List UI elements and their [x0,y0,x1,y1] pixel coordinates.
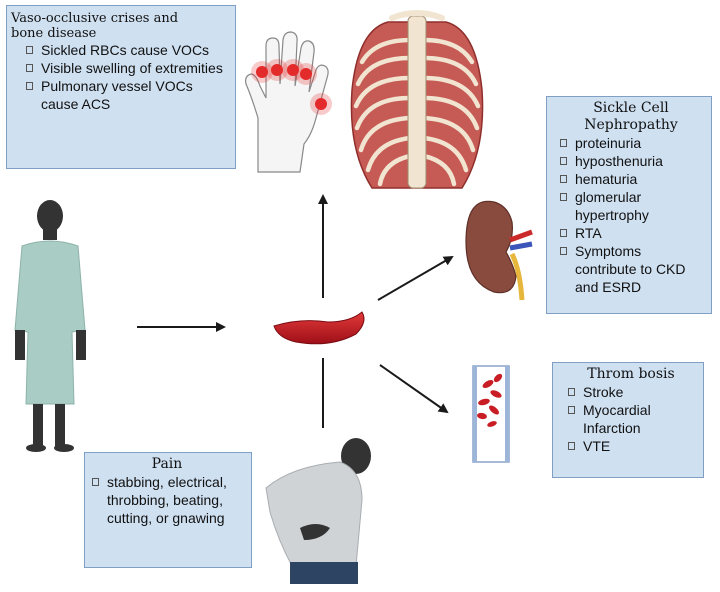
list-item: hematuria [557,170,705,188]
list-item: RTA [557,224,705,242]
nephropathy-title: Sickle Cell Nephropathy [557,100,705,134]
list-item: Sickled RBCs cause VOCs [23,41,227,59]
list-item: glomerular hypertrophy [557,188,705,224]
vaso-occlusive-title-line2: bone disease [11,26,97,41]
vaso-occlusive-box: Vaso-occlusive crises and bone disease S… [6,5,236,169]
list-item: Pulmonary vessel VOCs cause ACS [23,77,227,113]
arrow-cell-to-vessel [379,364,449,414]
thrombosis-box: Throm bosis Stroke Myocardial Infarction… [552,362,704,478]
sickle-cell-icon [273,311,365,345]
nephropathy-title-line2: Nephropathy [584,117,678,133]
kidney-icon [465,200,533,301]
list-item: Myocardial Infarction [565,401,697,437]
list-item: stabbing, electrical, throbbing, beating… [89,473,245,527]
list-item: Symptoms contribute to CKD and ESRD [557,242,705,296]
hand-icon [244,31,332,173]
arrows [137,194,454,428]
nephropathy-list: proteinuria hyposthenuria hematuria glom… [557,134,705,296]
vaso-occlusive-title-line1: Vaso-occlusive crises and [11,11,179,26]
person-in-pain-icon [265,438,371,584]
nephropathy-box: Sickle Cell Nephropathy proteinuria hypo… [546,96,712,314]
nephropathy-title-line1: Sickle Cell [593,100,669,116]
vaso-occlusive-list: Sickled RBCs cause VOCs Visible swelling… [23,41,227,113]
pain-title: Pain [151,456,183,472]
blood-vessel-icon [472,365,510,463]
arrow-cell-to-kidney [377,255,454,301]
list-item: Visible swelling of extremities [23,59,227,77]
ribcage-icon [350,10,484,189]
list-item: VTE [565,437,697,455]
thrombosis-title: Throm bosis [587,366,675,382]
pain-list: stabbing, electrical, throbbing, beating… [89,473,245,527]
list-item: hyposthenuria [557,152,705,170]
thrombosis-list: Stroke Myocardial Infarction VTE [565,383,697,455]
list-item: proteinuria [557,134,705,152]
pain-box: Pain stabbing, electrical, throbbing, be… [84,452,252,568]
vaso-occlusive-title: Vaso-occlusive crises and bone disease [11,11,227,41]
patient-figure-icon [14,200,86,452]
list-item: Stroke [565,383,697,401]
